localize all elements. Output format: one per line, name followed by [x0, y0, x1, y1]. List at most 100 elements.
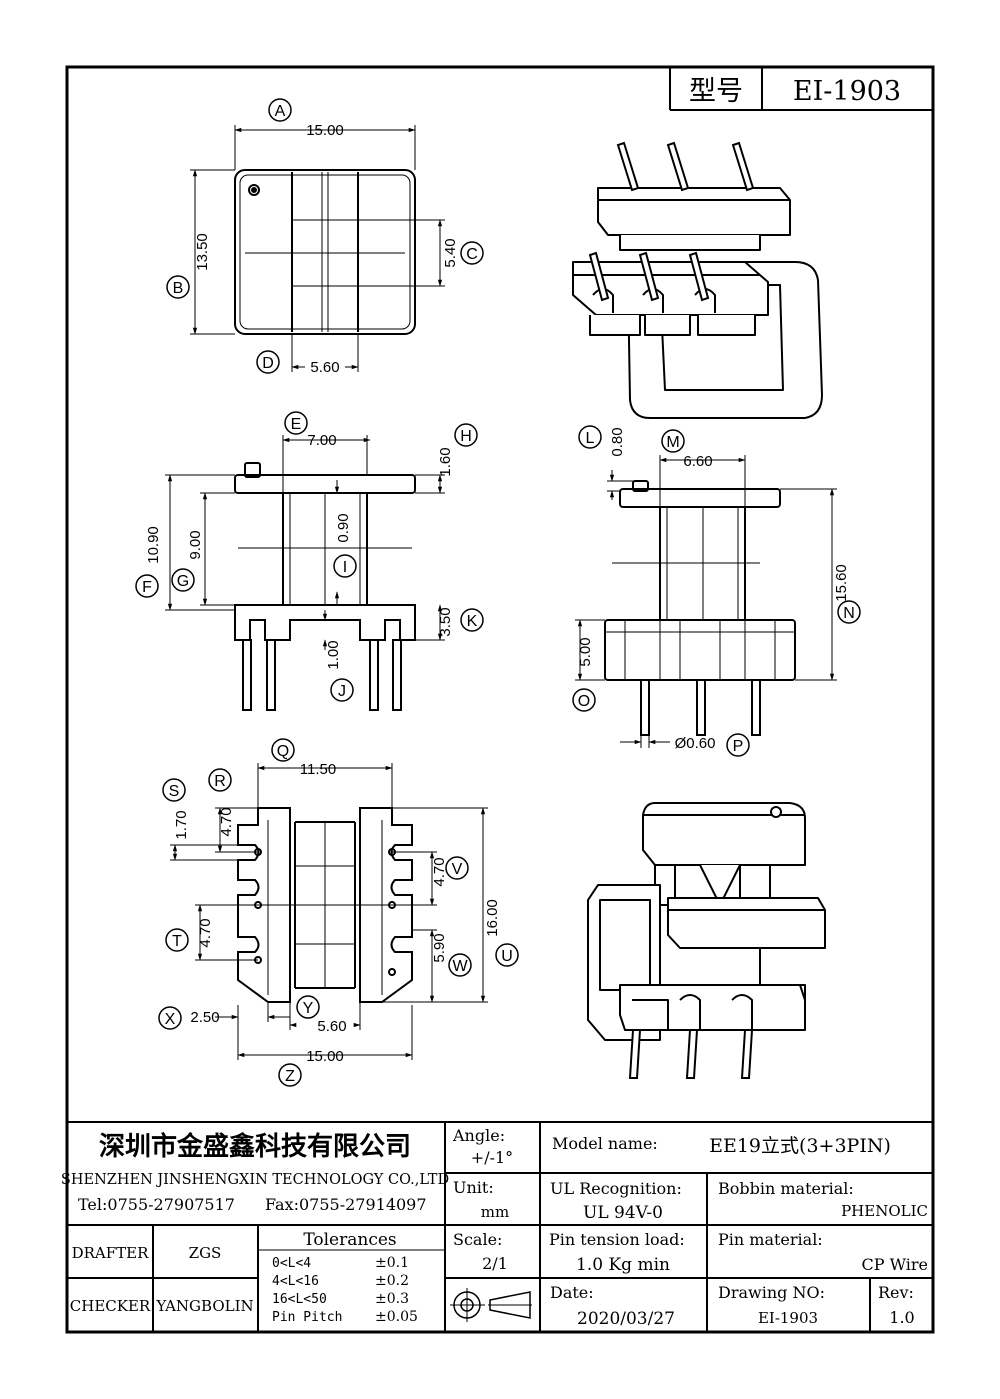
- tolerance-table: 0<L<4 ±0.1 4<L<16 ±0.2 16<L<50 ±0.3 Pin …: [272, 1255, 418, 1325]
- dim-q-value: 11.50: [300, 761, 336, 778]
- balloon-l: [578, 425, 602, 449]
- balloon-letter-p: P: [733, 738, 744, 755]
- balloon-q: [271, 738, 295, 762]
- drawing-no: EI-1903: [758, 1309, 818, 1327]
- pin-tension-label: Pin tension load:: [549, 1230, 685, 1249]
- scale-label: Scale:: [453, 1230, 502, 1249]
- drafter-label: DRAFTER: [72, 1244, 150, 1262]
- model-name: EE19立式(3+3PIN): [709, 1135, 891, 1157]
- pin-tension-value: 1.0 Kg min: [576, 1255, 670, 1275]
- bottom-view: [237, 807, 413, 1003]
- rev-label: Rev:: [878, 1283, 914, 1302]
- dim-w-value: 5.90: [431, 933, 448, 962]
- unit-value: mm: [481, 1203, 509, 1221]
- balloon-letter-a: A: [275, 103, 286, 120]
- tolerance-value: ±0.05: [375, 1309, 418, 1325]
- balloon-letter-z: Z: [285, 1068, 295, 1085]
- model-header: 型号 EI-1903: [669, 67, 933, 111]
- dim-v-value: 4.70: [431, 857, 448, 886]
- drawing-no-label: Drawing NO:: [718, 1283, 825, 1302]
- tolerances-title: Tolerances: [303, 1230, 396, 1250]
- checker-label: CHECKER: [70, 1297, 151, 1315]
- tolerance-value: ±0.2: [375, 1273, 409, 1289]
- drafter-name: ZGS: [189, 1244, 222, 1262]
- dim-u-value: 16.00: [484, 899, 501, 937]
- company-fax: Fax:0755-27914097: [265, 1195, 427, 1214]
- dim-o-value: 5.00: [577, 637, 594, 666]
- balloon-j: [330, 678, 354, 702]
- dim-g-value: 9.00: [187, 530, 204, 559]
- dim-y-value: 5.60: [317, 1018, 346, 1035]
- tolerance-range: 0<L<4: [272, 1256, 311, 1271]
- balloon-v: [445, 856, 469, 880]
- bobbin-material-value: PHENOLIC: [841, 1202, 928, 1220]
- balloon-s: [162, 778, 186, 802]
- checker-name: YANGBOLIN: [155, 1297, 253, 1315]
- dim-e-value: 7.00: [307, 432, 336, 449]
- balloon-letter-g: G: [177, 573, 189, 590]
- balloon-letter-c: C: [466, 246, 478, 263]
- ul-label: UL Recognition:: [550, 1179, 682, 1198]
- dim-j-value: 1.00: [325, 640, 342, 669]
- dim-z-value: 15.00: [306, 1048, 344, 1065]
- front-view: [234, 462, 416, 711]
- balloon-x: [158, 1006, 182, 1030]
- balloon-letter-t: T: [172, 933, 182, 950]
- dim-h-value: 1.60: [437, 447, 454, 476]
- balloon-letter-l: L: [586, 430, 595, 447]
- rev-value: 1.0: [889, 1308, 914, 1327]
- tolerance-range: Pin Pitch: [272, 1310, 342, 1325]
- title-block: [67, 1121, 933, 1332]
- balloon-letter-k: K: [467, 613, 478, 630]
- balloon-i: [333, 554, 357, 578]
- balloon-letter-v: V: [452, 861, 463, 878]
- balloon-letter-y: Y: [303, 1000, 314, 1017]
- company-tel: Tel:0755-27907517: [78, 1195, 235, 1214]
- type-label: 型号: [689, 76, 743, 107]
- balloon-p: [726, 733, 750, 757]
- balloon-e: [284, 411, 308, 435]
- balloon-n: [837, 600, 861, 624]
- balloon-c: [460, 241, 484, 265]
- top-view-dimensions: [190, 125, 445, 372]
- balloon-g: [171, 568, 195, 592]
- tolerance-value: ±0.3: [375, 1291, 409, 1307]
- balloon-letter-w: W: [452, 958, 468, 975]
- balloon-letter-r: R: [214, 773, 226, 790]
- balloon-letter-n: N: [843, 605, 855, 622]
- balloon-letter-b: B: [173, 280, 184, 297]
- angle-label: Angle:: [452, 1126, 505, 1145]
- balloon-t: [165, 928, 189, 952]
- front-view-dimensions: [165, 435, 445, 650]
- balloon-letter-i: I: [343, 559, 347, 576]
- bobbin-material-label: Bobbin material:: [718, 1179, 854, 1198]
- side-view-dimensions: [575, 455, 837, 748]
- balloon-letter-j: J: [338, 683, 346, 700]
- dim-t-value: 4.70: [197, 918, 214, 947]
- side-view: [604, 480, 796, 736]
- dim-s-value: 1.70: [173, 810, 190, 839]
- tolerance-value: ±0.1: [375, 1255, 409, 1271]
- balloon-letter-o: O: [578, 693, 590, 710]
- balloon-letter-u: U: [501, 948, 513, 965]
- balloon-letter-h: H: [460, 428, 472, 445]
- balloon-z: [278, 1063, 302, 1087]
- balloon-letter-e: E: [291, 416, 302, 433]
- tolerance-range: 16<L<50: [272, 1292, 327, 1307]
- date-value: 2020/03/27: [577, 1309, 675, 1329]
- dim-p-value: Ø0.60: [675, 735, 716, 752]
- balloon-b: [166, 275, 190, 299]
- balloon-f: [135, 574, 159, 598]
- top-view: [234, 169, 416, 335]
- company-name-en: SHENZHEN JINSHENGXIN TECHNOLOGY CO.,LTD: [61, 1172, 449, 1188]
- dim-i-value: 0.90: [335, 513, 352, 542]
- balloon-a: [268, 98, 292, 122]
- dim-l-value: 0.80: [609, 427, 626, 456]
- balloon-u: [495, 943, 519, 967]
- balloon-w: [448, 953, 472, 977]
- dim-a-value: 15.00: [306, 122, 344, 139]
- projection-symbol-icon: [450, 1288, 532, 1322]
- dim-k-value: 3.50: [437, 607, 454, 636]
